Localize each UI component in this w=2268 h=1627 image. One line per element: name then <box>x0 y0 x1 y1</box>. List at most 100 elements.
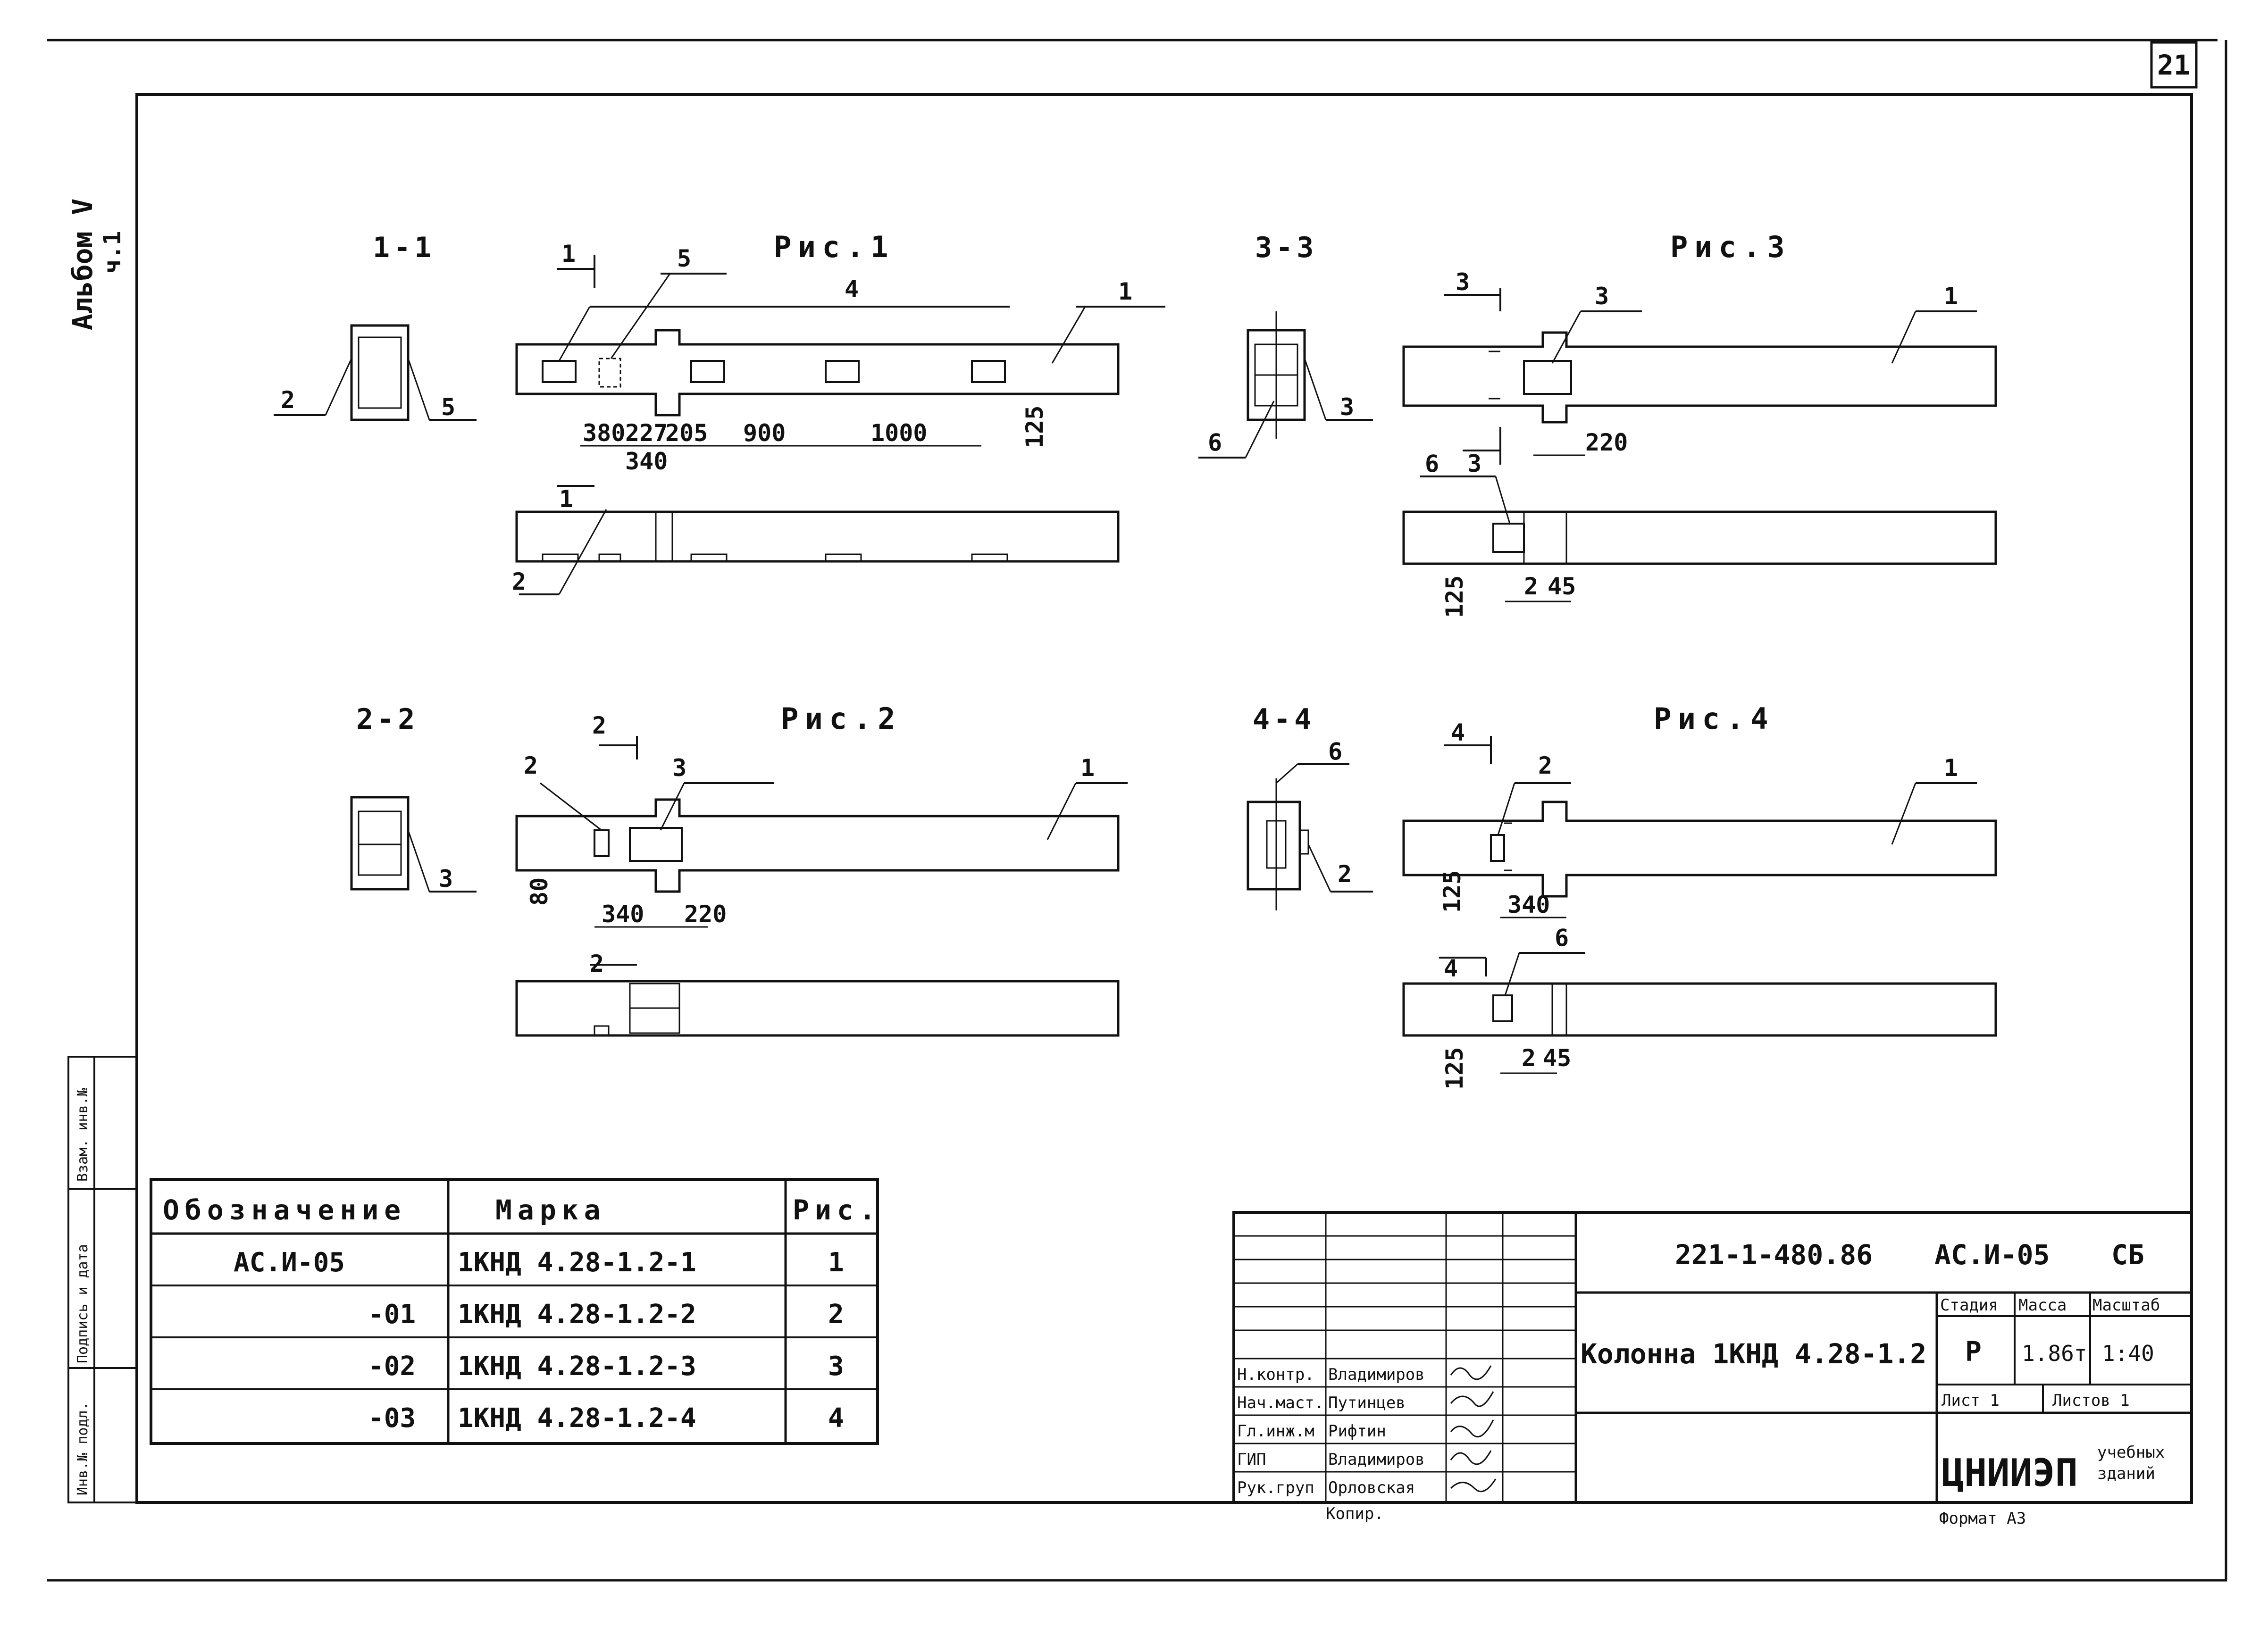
svg-text:2: 2 <box>1524 573 1538 600</box>
figure-2: 2-2 Рис.2 3 2 2 3 1 340 220 80 2 <box>350 701 1128 1037</box>
svg-text:1: 1 <box>1080 754 1095 782</box>
svg-text:900: 900 <box>743 419 786 447</box>
side-podpis: Подпись и дата <box>75 1244 91 1363</box>
section-1-1-shape <box>350 324 410 421</box>
fig4-title: Рис.4 <box>1654 701 1775 736</box>
svg-text:220: 220 <box>1585 429 1628 456</box>
sig-name-4: Владимиров <box>1328 1450 1425 1469</box>
fig3-plan <box>1402 510 1997 565</box>
page-number: 21 <box>2157 49 2190 81</box>
section-4-4: 4-4 <box>1253 703 1315 736</box>
svg-text:3: 3 <box>1467 450 1481 477</box>
sheet-code: АС.И-05 <box>1934 1239 2050 1271</box>
svg-text:2: 2 <box>524 752 538 779</box>
svg-text:2: 2 <box>590 950 604 977</box>
doc-name: Колонна 1КНД 4.28-1.2 <box>1581 1338 1926 1370</box>
spec-table: Обозначение Марка Рис. АС.И-05 1КНД 4.28… <box>150 1178 879 1445</box>
sig-name-1: Владимиров <box>1328 1365 1425 1384</box>
fig1-elevation <box>515 329 1120 417</box>
sig-name-2: Путинцев <box>1328 1393 1406 1412</box>
svg-text:227: 227 <box>625 419 668 447</box>
svg-text:3: 3 <box>1456 268 1470 296</box>
svg-text:2: 2 <box>1538 752 1552 779</box>
mass-label: Масса <box>2018 1296 2067 1315</box>
sig-role-4: ГИП <box>1237 1450 1266 1469</box>
org-sub-2: зданий <box>2097 1464 2155 1483</box>
table-row-2-mark: 1КНД 4.28-1.2-2 <box>458 1299 696 1330</box>
svg-text:3: 3 <box>439 865 453 893</box>
table-row-4-mark: 1КНД 4.28-1.2-4 <box>458 1403 696 1434</box>
copied-label: Копир. <box>1326 1504 1384 1523</box>
svg-text:340: 340 <box>1507 891 1550 918</box>
svg-text:6: 6 <box>1328 738 1342 765</box>
fig1-title: Рис.1 <box>774 230 895 264</box>
sig-role-5: Рук.груп <box>1237 1478 1314 1497</box>
page-number-box <box>2150 41 2198 89</box>
section-1-1: 1-1 <box>373 231 435 264</box>
side-vzam: Взам. инв.№ <box>75 1088 91 1182</box>
svg-text:1: 1 <box>559 485 573 513</box>
svg-text:45: 45 <box>1543 1044 1571 1072</box>
svg-text:80: 80 <box>526 877 553 906</box>
table-row-3-fig: 3 <box>828 1351 844 1382</box>
svg-text:1: 1 <box>1118 278 1132 305</box>
fig3-title: Рис.3 <box>1670 230 1791 264</box>
svg-text:340: 340 <box>602 901 644 928</box>
table-row-3-code: -02 <box>368 1351 416 1382</box>
svg-text:125: 125 <box>1441 576 1468 618</box>
svg-text:2: 2 <box>512 568 526 595</box>
stage-label: Стадия <box>1940 1296 1998 1315</box>
sheet-label: Лист 1 <box>1942 1391 2000 1410</box>
table-row-1-fig: 1 <box>828 1247 844 1278</box>
signature-marks <box>1450 1365 1497 1493</box>
svg-text:4: 4 <box>845 275 859 303</box>
table-row-4-code: -03 <box>368 1403 416 1434</box>
mass-value: 1.86т <box>2022 1341 2087 1366</box>
svg-text:2: 2 <box>1338 860 1352 888</box>
svg-text:1: 1 <box>1944 283 1958 310</box>
svg-text:1000: 1000 <box>870 419 927 447</box>
svg-text:125: 125 <box>1439 870 1466 913</box>
svg-text:5: 5 <box>677 245 691 272</box>
sig-role-2: Нач.маст. <box>1237 1393 1324 1412</box>
svg-text:380: 380 <box>583 419 625 447</box>
svg-text:ч.1: ч.1 <box>99 231 126 274</box>
scale-value: 1:40 <box>2102 1341 2154 1366</box>
sheets-label: Листов 1 <box>2052 1391 2130 1410</box>
fig4-elevation <box>1402 801 1997 898</box>
table-row-1-code: АС.И-05 <box>234 1247 345 1278</box>
sig-name-3: Рифтин <box>1328 1422 1386 1441</box>
doc-suffix: СБ <box>2111 1239 2144 1271</box>
svg-text:6: 6 <box>1555 924 1569 951</box>
section-4-4-shape <box>1247 801 1301 891</box>
svg-text:205: 205 <box>665 419 708 447</box>
stage-value: Р <box>1965 1335 1982 1368</box>
title-block: Н.контр. Владимиров Нач.маст. Путинцев Г… <box>1232 1211 2193 1504</box>
table-row-4-fig: 4 <box>828 1403 844 1434</box>
svg-text:3: 3 <box>1340 393 1354 421</box>
org-sub-1: учебных <box>2097 1443 2165 1462</box>
section-2-2-shape <box>350 796 410 891</box>
svg-text:1: 1 <box>1944 754 1958 782</box>
org-name: ЦНИИЭП <box>1942 1451 2078 1495</box>
sig-role-3: Гл.инж.м <box>1237 1422 1314 1441</box>
table-row-2-fig: 2 <box>828 1299 844 1330</box>
doc-code: 221-1-480.86 <box>1675 1239 1873 1271</box>
table-row-1-mark: 1КНД 4.28-1.2-1 <box>458 1247 696 1278</box>
table-row-2-code: -01 <box>368 1299 416 1330</box>
svg-text:4: 4 <box>1451 719 1465 746</box>
svg-text:2: 2 <box>592 712 606 739</box>
svg-text:3: 3 <box>1595 283 1609 310</box>
svg-text:6: 6 <box>1208 429 1222 456</box>
svg-text:125: 125 <box>1021 406 1048 448</box>
svg-text:125: 125 <box>1441 1047 1468 1090</box>
fig1-plan <box>515 510 1120 563</box>
figure-1: 1-1 Рис.1 2 5 1 5 4 1 380 227 <box>274 230 1165 595</box>
svg-text:5: 5 <box>441 393 455 421</box>
side-stamp: Инв.№ подл. Подпись и дата Взам. инв.№ <box>67 1056 138 1503</box>
fig2-title: Рис.2 <box>781 701 902 736</box>
format-label: Формат А3 <box>1939 1509 2026 1528</box>
figure-4: 4-4 Рис.4 6 2 4 2 1 125 340 4 <box>1247 701 1997 1090</box>
table-row-3-mark: 1КНД 4.28-1.2-3 <box>458 1351 696 1382</box>
